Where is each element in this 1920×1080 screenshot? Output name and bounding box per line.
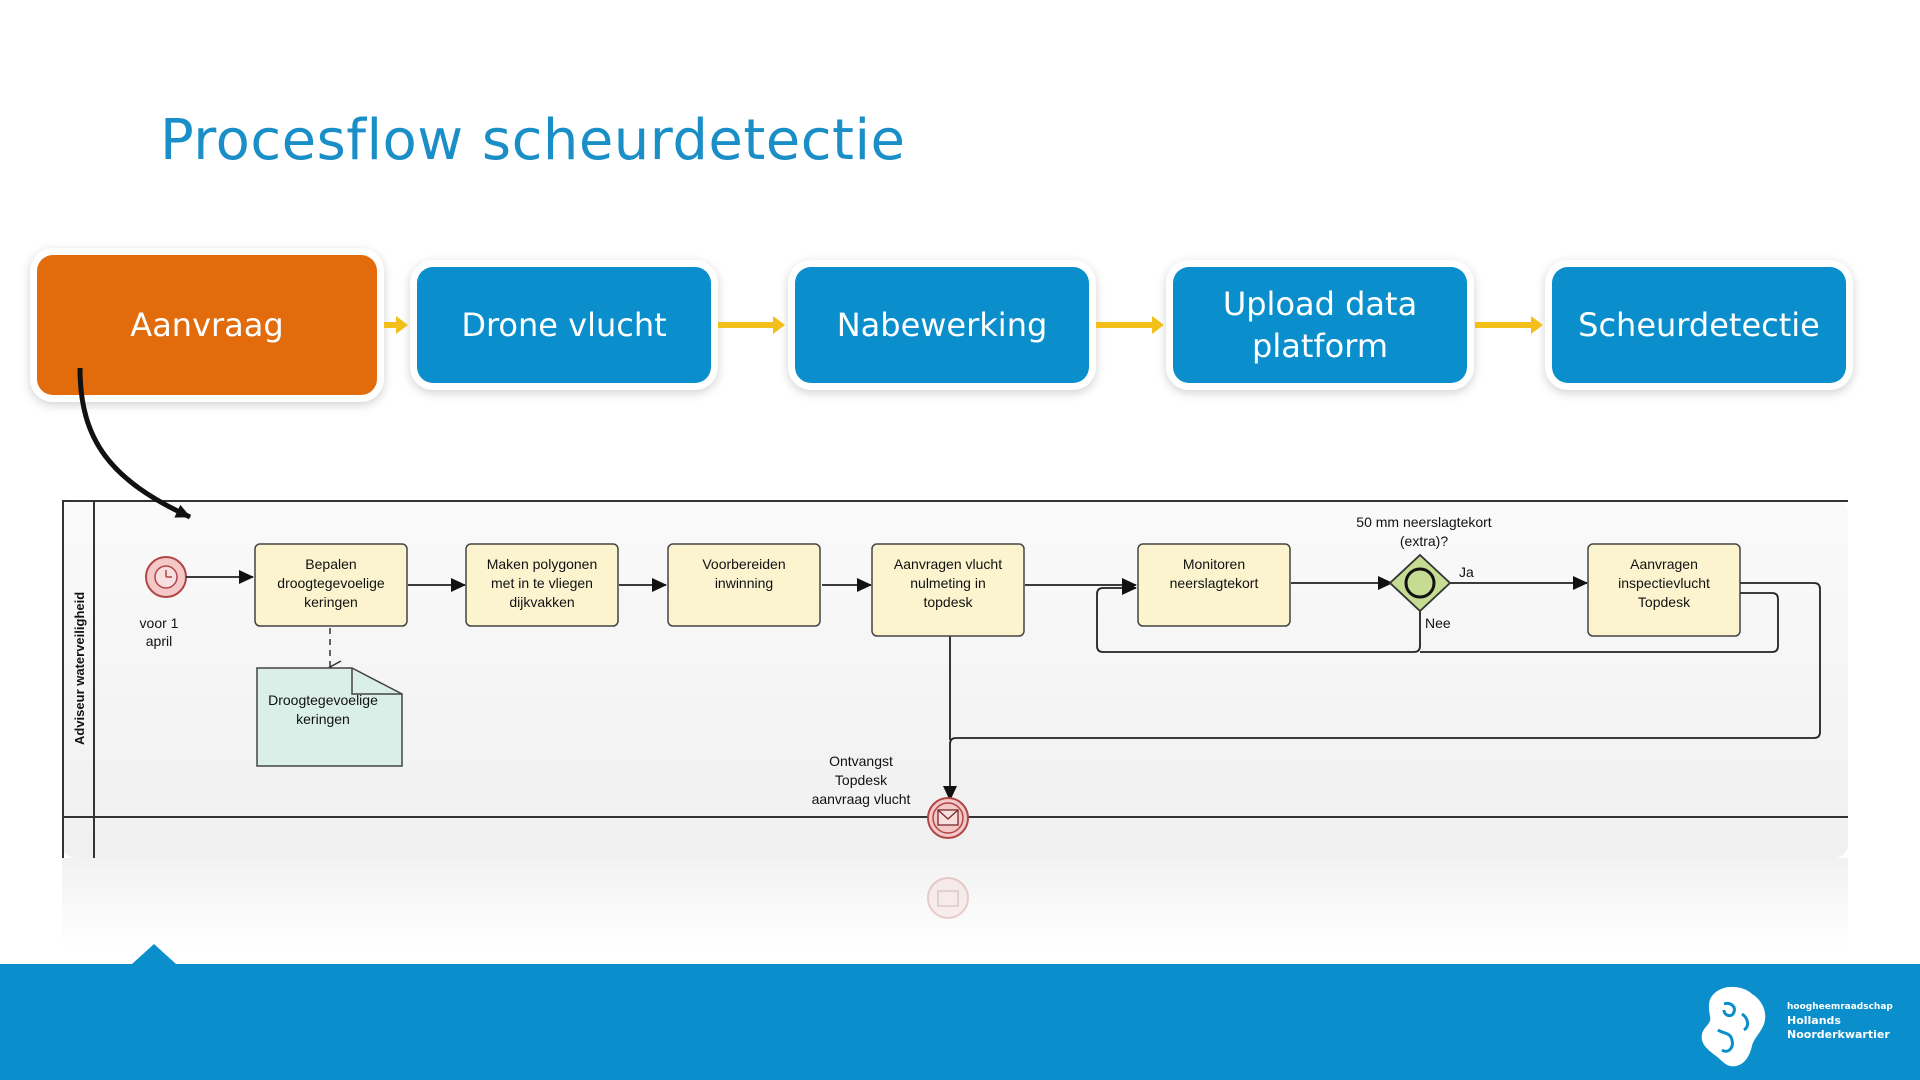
task-aanvragen-inspectie[interactable] bbox=[1587, 543, 1741, 637]
brand-line: Noorderkwartier bbox=[1787, 1028, 1890, 1041]
task-monitoren[interactable] bbox=[1137, 543, 1291, 627]
task-voorbereiden[interactable] bbox=[667, 543, 821, 627]
document-droogtegevoelige bbox=[256, 667, 403, 767]
aanvraag-arrow bbox=[77, 367, 192, 520]
step-label: Nabewerking bbox=[836, 306, 1048, 344]
gateway-yes-label: Ja bbox=[1459, 564, 1474, 580]
pool-reflection bbox=[62, 858, 1848, 948]
gateway-neerslagtekort bbox=[1388, 553, 1452, 613]
hhnk-logo-icon bbox=[1701, 986, 1766, 1067]
step-label: Scheurdetectie bbox=[1578, 306, 1820, 344]
brand-text: hoogheemraadschap Hollands Noorderkwarti… bbox=[1787, 1000, 1893, 1042]
message-event-reflection bbox=[927, 877, 969, 919]
footer-bar bbox=[0, 964, 1920, 1080]
step-upload-data-platform[interactable]: Upload data platform bbox=[1173, 267, 1467, 383]
page-title: Procesflow scheurdetectie bbox=[160, 108, 906, 173]
step-drone-vlucht[interactable]: Drone vlucht bbox=[417, 267, 711, 383]
task-aanvragen-vlucht[interactable] bbox=[871, 543, 1025, 637]
footer-notch bbox=[132, 944, 176, 964]
timer-start-event bbox=[145, 556, 187, 598]
step-label: Upload data platform bbox=[1222, 285, 1418, 365]
step-scheurdetectie[interactable]: Scheurdetectie bbox=[1552, 267, 1846, 383]
sequence-flows bbox=[186, 570, 1821, 801]
lane-label: Adviseur waterveiligheid bbox=[72, 592, 87, 745]
brand-line: hoogheemraadschap bbox=[1787, 1002, 1893, 1012]
step-label: Drone vlucht bbox=[461, 306, 667, 344]
task-bepalen[interactable] bbox=[254, 543, 408, 627]
gateway-no-label: Nee bbox=[1425, 615, 1451, 631]
brand-line: Hollands bbox=[1787, 1014, 1841, 1027]
step-aanvraag[interactable]: Aanvraag bbox=[37, 255, 377, 395]
step-nabewerking[interactable]: Nabewerking bbox=[795, 267, 1089, 383]
gateway-question: 50 mm neerslagtekort(extra)? bbox=[1356, 514, 1492, 549]
message-event bbox=[927, 797, 969, 839]
task-maken-polygonen[interactable] bbox=[465, 543, 619, 627]
step-label: Aanvraag bbox=[130, 306, 284, 344]
